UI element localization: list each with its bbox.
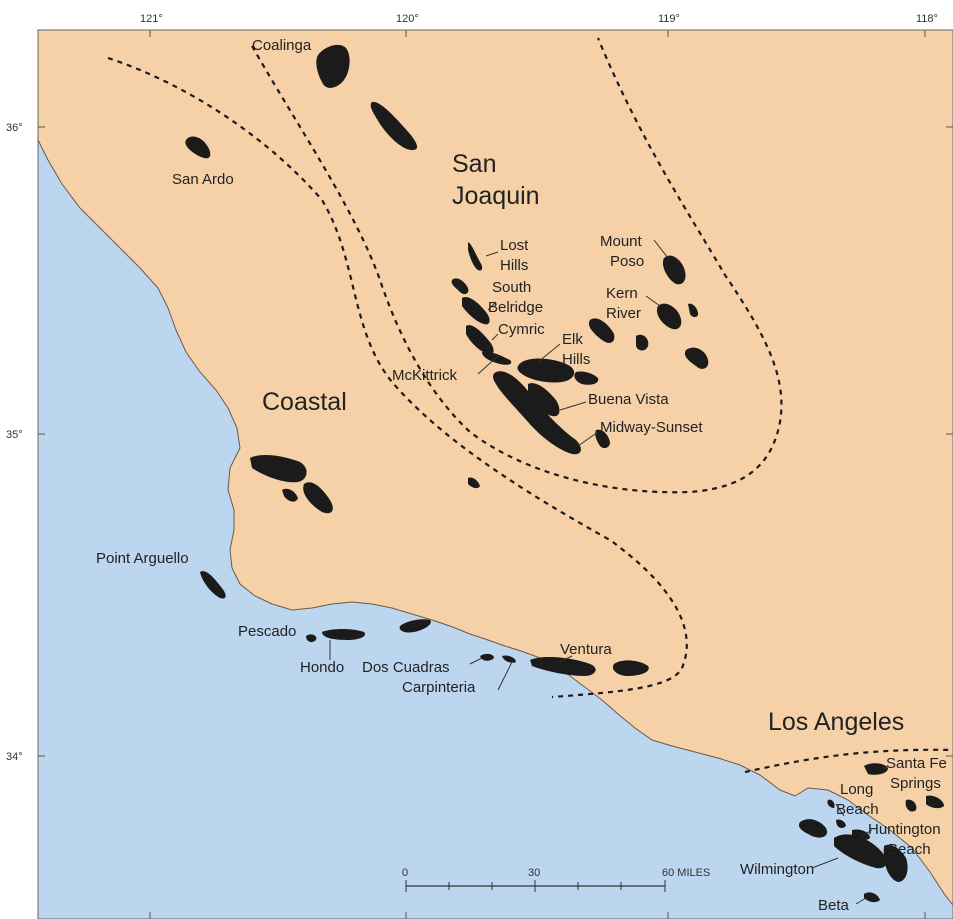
oil-fields (185, 44, 944, 903)
field-coastal-2 (303, 482, 333, 514)
field-coalinga-east (370, 101, 418, 150)
label-elk-hills: Hills (562, 351, 590, 368)
field-wilmington-east (852, 829, 870, 841)
label-buena-vista: Buena Vista (588, 391, 669, 408)
basin-label-san: San (452, 150, 496, 178)
land (38, 30, 953, 906)
label-dos-cuadras: Dos Cuadras (362, 659, 450, 676)
field-elk-hills (517, 358, 575, 383)
label-cymric: Cymric (498, 321, 545, 338)
field-long-beach-2 (836, 819, 846, 828)
lat-label-35: 35° (6, 429, 23, 441)
field-santa-fe-springs (864, 763, 888, 775)
label-huntington: Huntington (868, 821, 941, 838)
field-edison (684, 347, 709, 369)
lat-label-36: 36° (6, 122, 23, 134)
field-la-small-3 (926, 795, 944, 809)
label-south: South (492, 279, 531, 296)
field-beta (864, 892, 880, 903)
field-midway-sunset-south (595, 429, 610, 449)
label-mount: Mount (600, 233, 643, 250)
field-cymric (466, 325, 494, 355)
scale-label-0: 0 (402, 867, 408, 879)
field-ventura-east (612, 660, 649, 676)
label-huntington-beach: Beach (888, 841, 931, 858)
field-midway-sunset (493, 371, 581, 455)
field-offshore-mid (399, 619, 431, 633)
label-ventura: Ventura (560, 641, 612, 658)
label-lost: Lost (500, 237, 529, 254)
scale-label-30: 30 (528, 867, 540, 879)
field-small-southern (468, 477, 480, 489)
field-coastal-1 (250, 455, 307, 483)
field-san-ardo (185, 136, 211, 159)
graticule-ticks (38, 30, 953, 919)
field-kern-river (656, 303, 682, 330)
basin-label-joaquin: Joaquin (452, 182, 540, 210)
leader-lines (329, 239, 888, 905)
label-beta: Beta (818, 897, 850, 914)
label-hondo: Hondo (300, 659, 344, 676)
label-elk: Elk (562, 331, 583, 348)
label-river: River (606, 305, 641, 322)
field-carpinteria (502, 655, 516, 663)
field-point-arguello (200, 571, 226, 599)
los-angeles-basin-boundary (744, 748, 953, 774)
field-elk-hills-east (574, 371, 599, 385)
field-south-belridge (462, 296, 490, 325)
field-buena-vista (528, 383, 560, 417)
field-long-beach (798, 819, 828, 838)
label-long-beach: Beach (836, 801, 879, 818)
lon-label-118: 118° (916, 13, 938, 25)
field-wilmington (834, 834, 887, 869)
field-lost-hills (468, 242, 483, 271)
field-pescado (306, 634, 317, 643)
label-hills: Hills (500, 257, 528, 274)
lat-label-34: 34° (6, 751, 23, 763)
field-coalinga (316, 44, 350, 88)
field-coastal-3 (282, 488, 298, 502)
san-joaquin-west-boundary (251, 37, 783, 494)
coastal-basin-boundary (107, 56, 688, 699)
field-la-small-2 (905, 799, 917, 812)
scale-label-60: 60 MILES (662, 867, 710, 879)
field-mount-poso (662, 255, 686, 285)
lon-label-121: 121° (140, 13, 163, 25)
basin-label-coastal: Coastal (262, 388, 347, 416)
field-ventura (530, 657, 596, 676)
field-mckittrick (482, 351, 512, 365)
label-coalinga: Coalinga (252, 37, 312, 54)
label-kern: Kern (606, 285, 638, 302)
field-kern-river-east (688, 303, 698, 317)
label-pescado: Pescado (238, 623, 296, 640)
lon-label-119: 119° (658, 13, 680, 25)
field-huntington-beach (883, 844, 908, 882)
field-dos-cuadras (480, 653, 494, 661)
label-springs: Springs (890, 775, 941, 792)
label-midway-sunset: Midway-Sunset (600, 419, 703, 436)
label-mckittrick: McKittrick (392, 367, 457, 384)
map-border (37, 29, 953, 919)
field-poso-creek (636, 334, 649, 351)
label-point-arguello: Point Arguello (96, 550, 189, 567)
label-santa-fe: Santa Fe (886, 755, 947, 772)
lon-label-120: 120° (396, 13, 419, 25)
field-lost-hills-north (451, 278, 469, 295)
label-poso: Poso (610, 253, 644, 270)
field-hondo (322, 629, 366, 640)
basin-label-los-angeles: Los Angeles (768, 708, 904, 736)
label-long: Long (840, 781, 873, 798)
basin-boundaries (107, 37, 953, 774)
label-san-ardo: San Ardo (172, 171, 234, 188)
field-la-small-1 (827, 799, 835, 808)
label-wilmington: Wilmington (740, 861, 814, 878)
scale-bar: 0 30 60 MILES (402, 867, 710, 892)
label-belridge: Belridge (488, 299, 543, 316)
label-carpinteria: Carpinteria (402, 679, 476, 696)
field-kern-front (588, 318, 615, 343)
